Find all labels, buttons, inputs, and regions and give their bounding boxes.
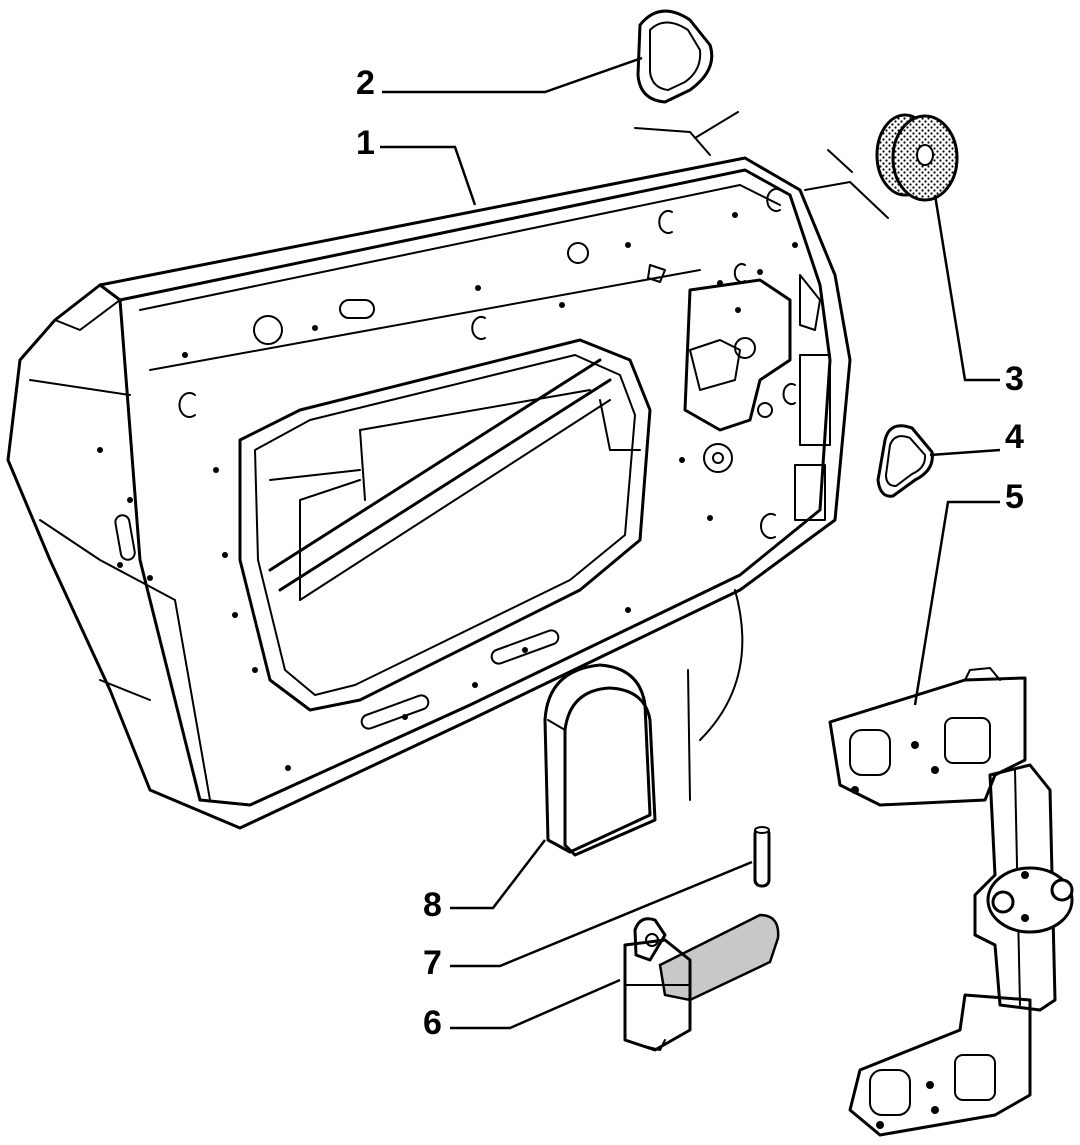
callout-4: 4 — [1005, 418, 1024, 456]
callout-3: 3 — [1005, 360, 1024, 398]
callout-5: 5 — [1005, 478, 1024, 516]
door-hinge-drawing — [828, 667, 1074, 1137]
door-shell-drawing — [6, 156, 852, 830]
callout-2: 2 — [356, 64, 375, 102]
side-grommet-drawing — [876, 424, 934, 498]
hinge-pin-drawing — [753, 826, 771, 888]
check-strap-drawing — [623, 913, 780, 1052]
leader-lines — [380, 56, 1001, 1030]
callout-6: 6 — [423, 1004, 442, 1042]
callout-8: 8 — [423, 886, 442, 924]
assembly-guide-lines — [634, 111, 889, 801]
plug-cap-drawing — [875, 113, 959, 202]
upper-grommet-drawing — [636, 9, 714, 104]
panel-holes — [97, 212, 798, 771]
callout-7: 7 — [423, 944, 442, 982]
callout-1: 1 — [356, 124, 375, 162]
rubber-cover-drawing — [543, 663, 657, 857]
